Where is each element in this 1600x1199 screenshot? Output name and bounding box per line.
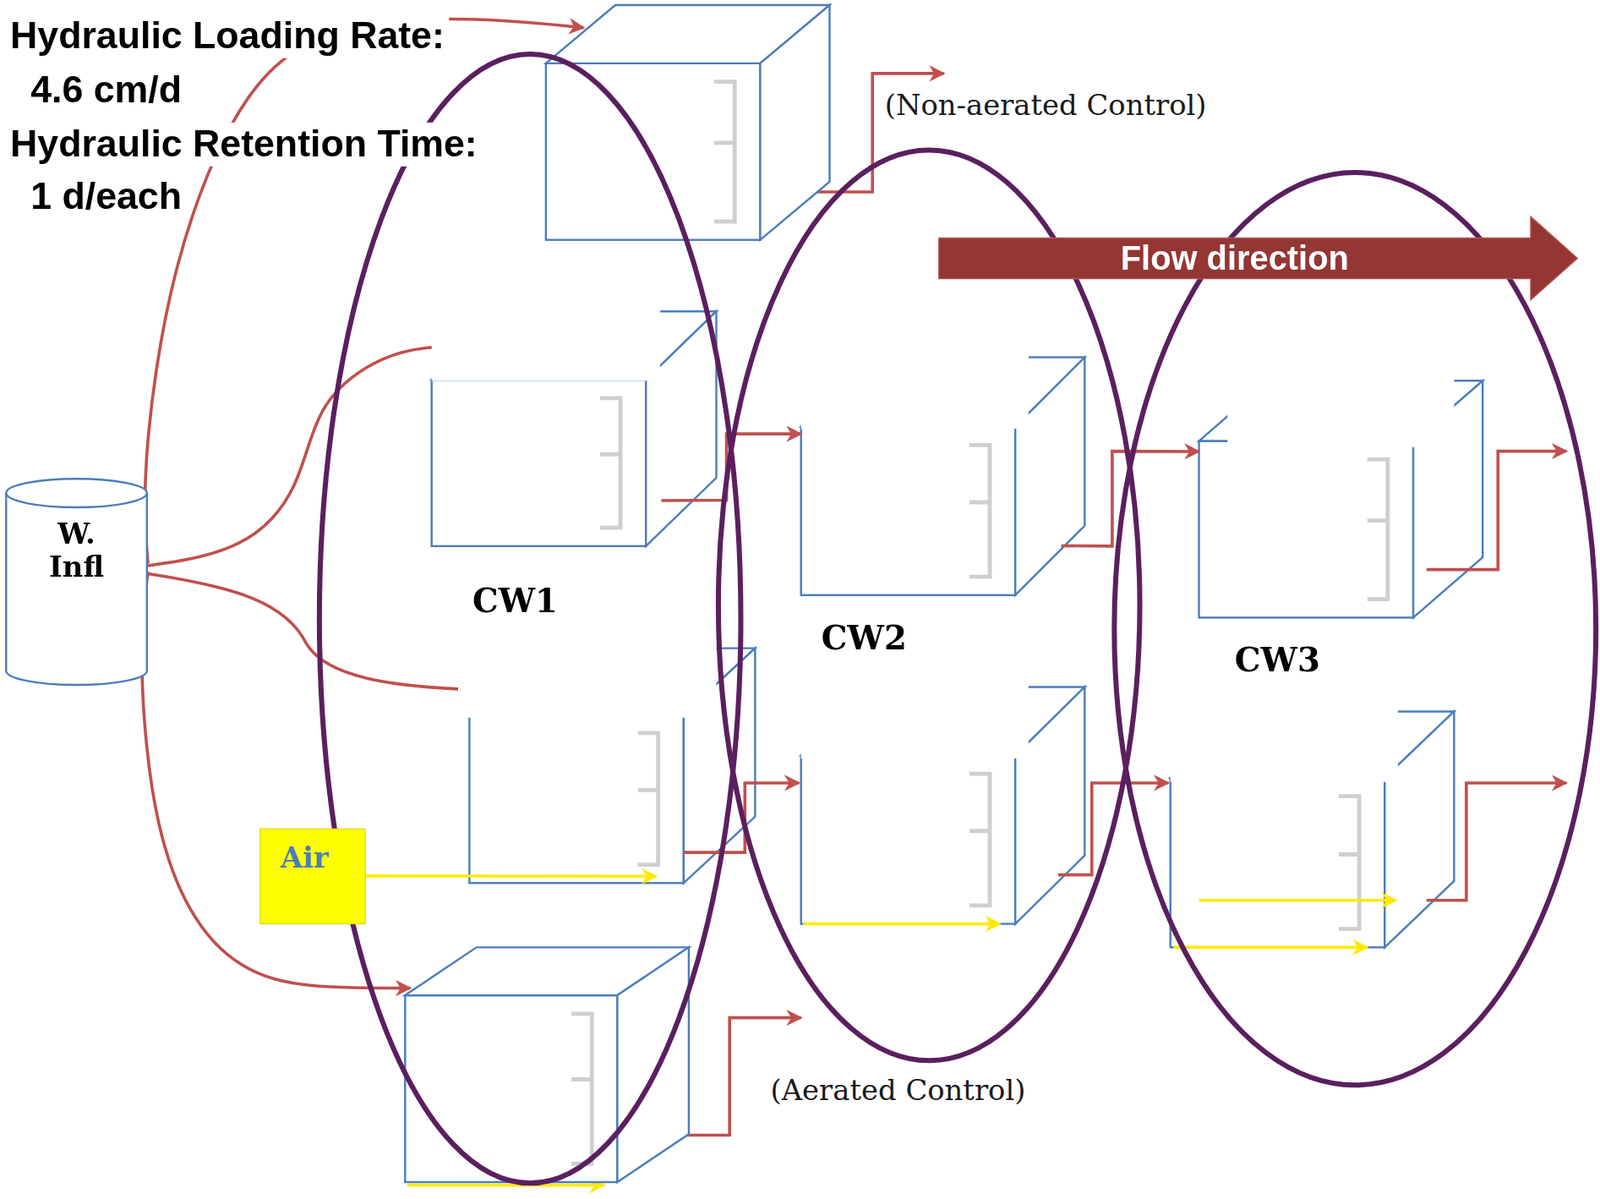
wetland-tank [801,670,1086,923]
cw1-stage-ellipse: CW1 [316,50,744,1185]
tank-front [469,714,684,883]
label-holder: 4.6 cm/d [26,68,186,112]
cw2-stage-ellipse-outline [715,147,1143,1064]
air-label: Air [280,840,329,876]
tank-label: W. Infl [33,518,120,585]
aeration-line [1173,945,1367,950]
outlet-weir [571,1013,592,1164]
plant-photo [801,339,1029,429]
cylinder-top [5,478,148,508]
outlet-weir [600,398,621,528]
stage-label: CW1 [472,581,558,621]
cw3-stage-ellipse-outline [1111,169,1600,1088]
tank-front [801,754,1016,923]
cw3-stage-ellipse: CW3 [1111,169,1600,1088]
non-aerated-control-tank: (Non-aerated Control) [546,5,831,241]
control-label: (Aerated Control) [767,1073,1029,1109]
plant-photo [1227,357,1454,448]
label-holder: Hydraulic Loading Rate: [5,14,448,58]
parameter-note: Hydraulic Loading Rate: [5,14,448,58]
flow-pipe [147,347,432,566]
effluent-pipe [1426,451,1567,570]
flow-direction-arrow: Flow direction [939,214,1580,303]
tank-front [1199,441,1415,618]
wetland-tank [801,339,1086,596]
influent-tank: W. Infl [5,477,148,686]
cylinder-body [5,492,148,685]
aerated-control-tank: (Aerated Control) [404,946,689,1182]
label-holder: Hydraulic Retention Time: [5,122,481,166]
tank-front [801,426,1016,596]
outlet-weir [969,773,990,906]
arrow-label: Flow direction [1120,239,1349,279]
outlet-weir [1338,796,1360,929]
parameter-note: 1 d/each [26,175,186,219]
non-aerated-control-tank-outline [546,5,831,241]
plant-photo [431,292,661,381]
parameter-note: 4.6 cm/d [26,68,186,112]
wetland-tank [1199,357,1484,618]
stage-label: CW2 [821,618,907,658]
tank-front [404,994,618,1182]
stage-label: CW3 [1234,640,1321,680]
wetland-tank [458,622,755,883]
tank-side [617,946,689,1182]
stage-ellipse [718,149,1141,1060]
tank-front [1170,777,1386,947]
block-arrow [939,216,1579,301]
air-supply-box: Air [260,828,366,923]
tank-front [431,379,647,547]
flow-pipe [144,19,584,564]
flow-pipe [141,571,410,989]
outlet-weir [714,81,735,222]
air-line [365,873,656,878]
plant-photo [801,670,1029,759]
influent-pipe [147,573,459,689]
stage-ellipse [1113,172,1596,1085]
outlet-weir [1367,458,1388,599]
wetland-tank [1170,693,1455,947]
outlet-weir [969,444,990,577]
aeration-line [802,922,1000,926]
cw2-stage-ellipse: CW2 [715,147,1143,1064]
aeration-line [1199,898,1397,902]
stage-ellipse [319,54,742,1183]
tank-side [759,5,830,241]
tank-front [546,63,761,241]
outlet-weir [638,732,659,865]
parameter-note: Hydraulic Retention Time: [5,122,481,166]
box-fill [260,828,366,923]
control-label: (Non-aerated Control) [881,88,1210,124]
effluent-pipe [1426,782,1567,901]
plant-photo [1170,693,1398,782]
plant-photo [458,622,716,717]
wetland-tank [431,292,717,546]
label-holder: 1 d/each [26,175,186,219]
aeration-line [407,1183,605,1187]
aerated-control-tank-outline [404,946,689,1182]
